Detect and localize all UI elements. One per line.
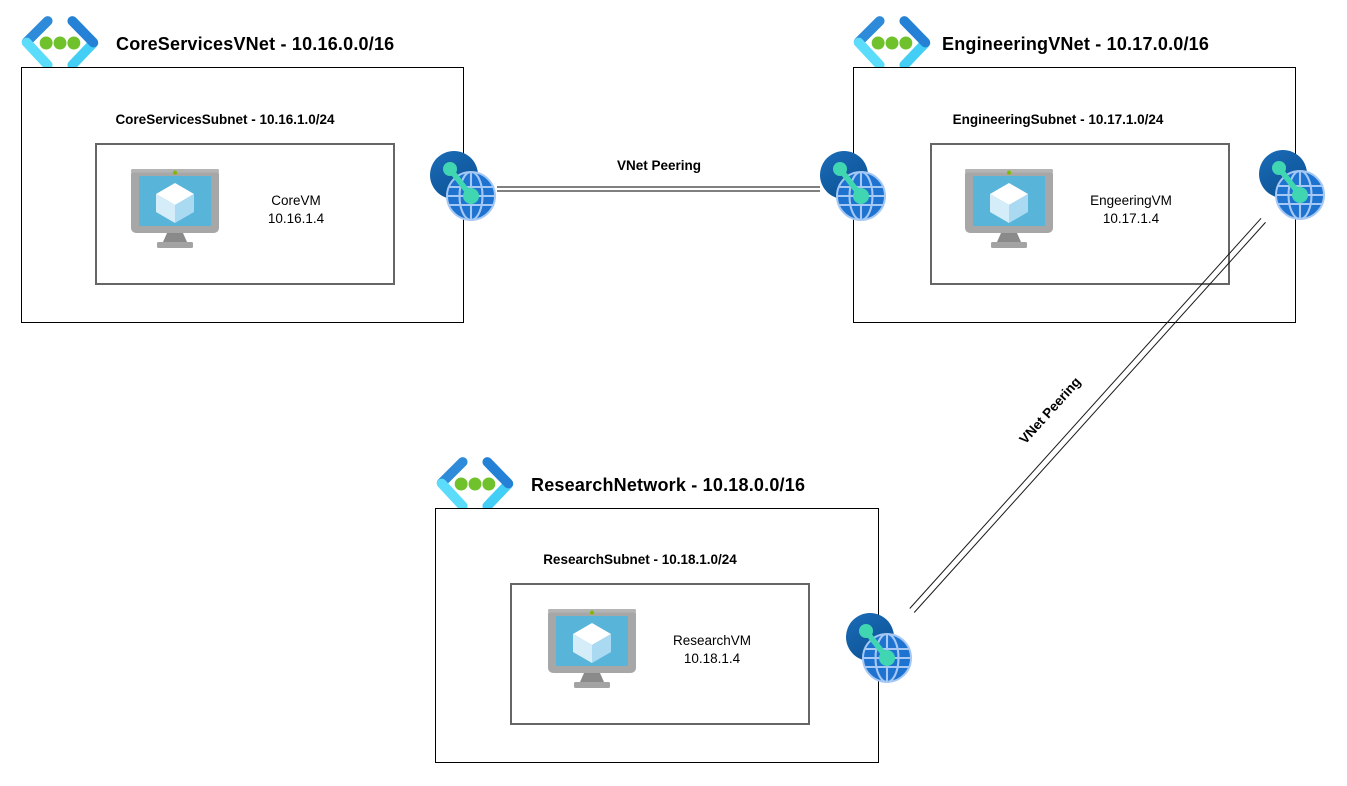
vm-ip: 10.17.1.4	[1102, 211, 1160, 226]
vm-icon	[545, 607, 639, 691]
vnet-title-coreservices: CoreServicesVNet - 10.16.0.0/16	[116, 34, 395, 54]
vnet-peering-icon-engineering-right	[1258, 148, 1326, 224]
vnet-peering-icon-core-right	[429, 149, 497, 225]
peering-label-horizontal: VNet Peering	[616, 158, 702, 173]
vnet-peering-icon-research-right	[845, 611, 913, 687]
vm-label-researchvm: ResearchVM 10.18.1.4	[642, 632, 782, 668]
vm-label-corevm: CoreVM 10.16.1.4	[226, 192, 366, 228]
subnet-label-coreservices: CoreServicesSubnet - 10.16.1.0/24	[115, 112, 335, 127]
vm-icon	[962, 167, 1056, 251]
vnet-title-engineering: EngineeringVNet - 10.17.0.0/16	[942, 34, 1210, 54]
vnet-peering-icon-engineering-left	[819, 149, 887, 225]
vm-name: EngeeringVM	[1090, 193, 1172, 208]
virtual-network-icon	[852, 15, 932, 71]
vm-ip: 10.18.1.4	[683, 651, 741, 666]
vm-name: ResearchVM	[672, 633, 752, 648]
subnet-label-research: ResearchSubnet - 10.18.1.0/24	[543, 552, 737, 567]
vm-icon	[128, 167, 222, 251]
virtual-network-icon	[435, 456, 515, 512]
virtual-network-icon	[20, 15, 100, 71]
subnet-box-coreservices	[95, 143, 395, 285]
subnet-label-engineering: EngineeringSubnet - 10.17.1.0/24	[952, 112, 1164, 127]
vm-ip: 10.16.1.4	[267, 211, 325, 226]
vm-label-engeeringvm: EngeeringVM 10.17.1.4	[1061, 192, 1201, 228]
peering-connector-core-engineering	[497, 186, 820, 192]
vm-name: CoreVM	[271, 193, 321, 208]
vnet-title-research: ResearchNetwork - 10.18.0.0/16	[531, 475, 806, 495]
